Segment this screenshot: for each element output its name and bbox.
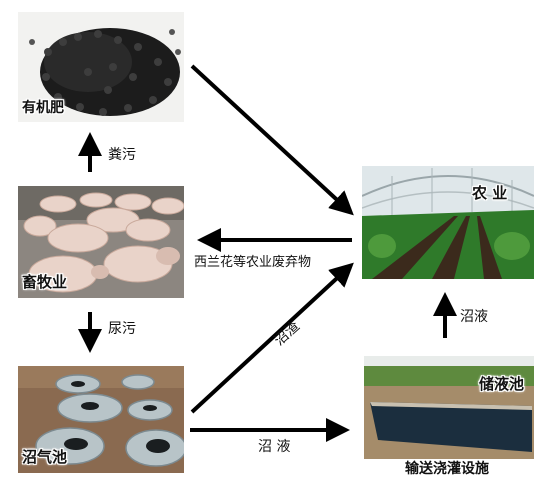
arrow-biogas-residue-to-agriculture — [190, 262, 354, 414]
organic-fertilizer-label: 有机肥 — [22, 100, 64, 116]
arrow-fertilizer-to-agriculture — [190, 64, 354, 216]
biogas-digester-label: 沼气池 — [22, 448, 68, 466]
edge-label-manure: 粪污 — [108, 147, 136, 163]
edge-label-slurry-up: 沼液 — [460, 309, 488, 325]
edge-label-slurry-to-storage: 沼 液 — [258, 439, 291, 455]
edge-label-agricultural-waste: 西兰花等农业废弃物 — [194, 255, 312, 270]
agriculture-greenhouse-photo — [362, 166, 534, 279]
storage-pond-photo — [364, 356, 534, 459]
irrigation-facility-label: 输送浇灌设施 — [405, 461, 489, 477]
storage-pond-label: 储液池 — [479, 375, 525, 393]
biogas-digester-photo — [18, 366, 184, 473]
agriculture-label: 农 业 — [472, 184, 508, 202]
livestock-label: 畜牧业 — [22, 273, 68, 291]
organic-fertilizer-photo — [18, 12, 184, 122]
livestock-photo — [18, 186, 184, 298]
edge-label-urine: 尿污 — [108, 321, 136, 337]
